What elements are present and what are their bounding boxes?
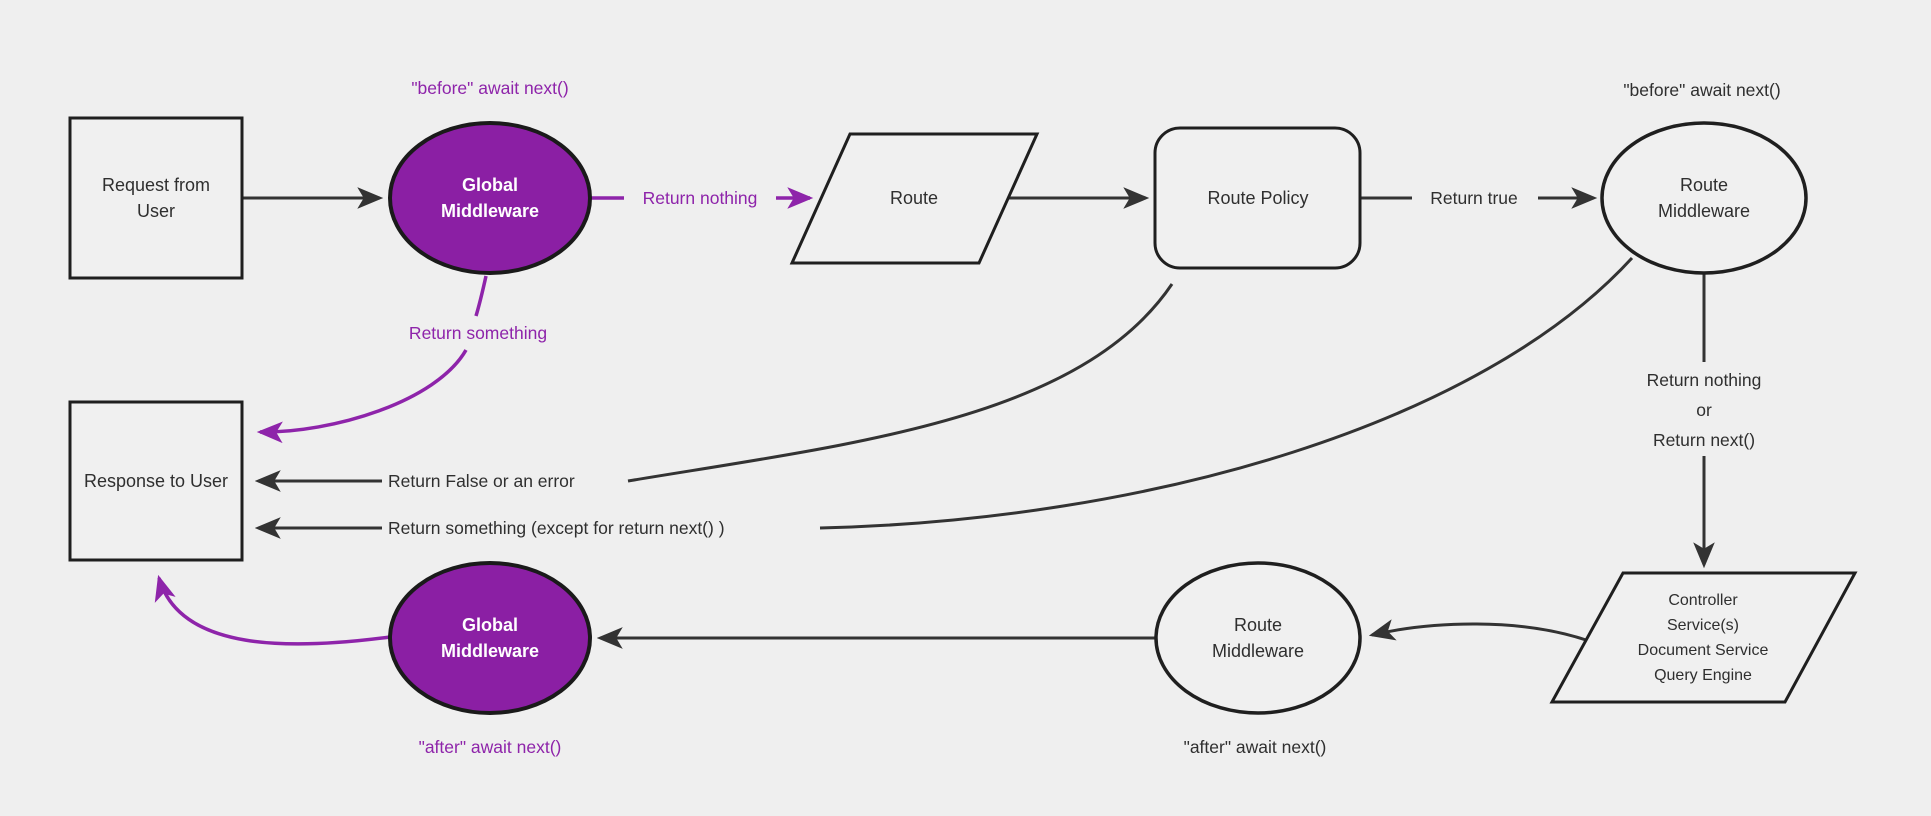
return-true-label: Return true [1425, 185, 1523, 211]
return-nothing-or-line: Return nothing [1646, 370, 1762, 390]
global-middleware-bottom-node-shape [388, 561, 592, 715]
before-await-next-route-label: "before" await next() [1623, 80, 1781, 100]
controller-line: Controller [1668, 592, 1738, 609]
route-middleware-top-node-shape [1600, 121, 1808, 275]
return-false-label: Return False or an error [388, 471, 575, 491]
edge-global-bottom-to-response [154, 574, 391, 646]
route-policy-node-label: Route Policy [1207, 188, 1309, 208]
request-node-label: Request from User [101, 175, 211, 221]
global-middleware-top-node-label: Global Middleware [440, 175, 540, 221]
controller-services-node-label: Controller Service(s) Document Service Q… [1638, 588, 1769, 688]
global-middleware-bottom-node-label: Global Middleware [440, 615, 540, 661]
controller-line: Service(s) [1666, 617, 1739, 634]
edge-route-policy-return-false-curve [627, 283, 1174, 483]
request-node-shape [68, 116, 244, 280]
edge-controller-to-route-middleware-bottom [1368, 619, 1587, 642]
controller-services-node-shape [1549, 571, 1858, 704]
controller-line: Query Engine [1654, 667, 1752, 684]
return-something-label: Return something [408, 323, 548, 343]
route-middleware-bottom-node-shape [1154, 561, 1362, 715]
edge-route-middleware-return-something-curve [819, 256, 1634, 530]
before-await-next-global-label: "before" await next() [411, 78, 569, 98]
global-middleware-top-node-shape [388, 121, 592, 275]
after-await-next-route-label: "after" await next() [1183, 737, 1327, 757]
response-node-label: Response to User [83, 471, 229, 491]
return-nothing-or-next-label: Return nothing or Return next() [1641, 365, 1767, 455]
edge-global-return-something-segment [474, 275, 488, 317]
route-middleware-bottom-node-label: Route Middleware [1211, 615, 1305, 661]
response-node-shape [68, 400, 244, 562]
route-middleware-top-node-label: Route Middleware [1657, 175, 1751, 221]
edge-return-something-to-response [256, 349, 468, 444]
return-nothing-or-line: or [1696, 400, 1712, 420]
after-await-next-global-label: "after" await next() [418, 737, 562, 757]
return-nothing-or-line: Return next() [1652, 430, 1756, 450]
return-nothing-label: Return nothing [637, 185, 763, 211]
route-policy-node-shape [1153, 126, 1362, 270]
return-something-except-label: Return something (except for return next… [388, 518, 725, 538]
route-node-label: Route [889, 188, 939, 208]
route-node-shape [789, 132, 1040, 265]
controller-line: Document Service [1637, 642, 1769, 659]
